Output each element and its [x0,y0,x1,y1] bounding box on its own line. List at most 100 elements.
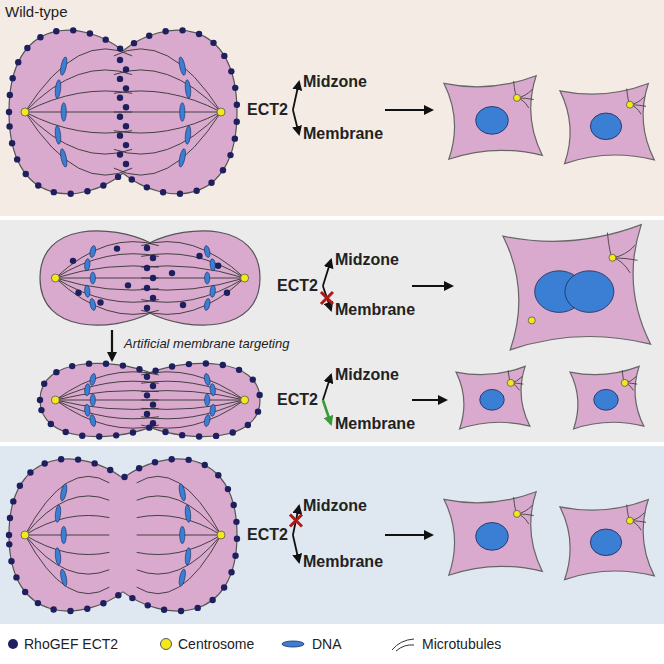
legend: RhoGEF ECT2CentrosomeDNAMicrotubules [0,630,664,660]
microtubule [25,515,109,535]
node-text: Membrane [303,125,383,142]
chromosome [180,103,185,122]
microtubule [25,112,132,154]
process-label: Membrane [332,413,418,435]
ect2-dot [58,456,64,462]
microtubule [114,112,221,175]
ect2-dot [6,109,12,115]
ect2-dot [123,66,129,72]
ect2-dot [123,85,129,91]
ect2-dot [150,255,156,261]
ect2-dot [208,180,214,186]
ect2-dot [129,595,135,601]
centrosome [513,510,520,517]
chromosome [203,245,211,258]
ect2-dot [103,36,109,42]
ect2-dot [53,369,59,375]
microtubule [114,112,221,133]
ect2-dot [117,132,123,138]
ect2-dot [152,367,158,373]
ect2-dot [150,401,156,407]
chromosome [84,285,90,297]
ect2-dot [195,605,201,611]
annotation-label: Artificial membrane targeting [122,336,291,351]
nucleus [476,107,509,135]
process-label: Midzone [332,364,402,386]
microtubule [55,278,158,290]
ect2-dot [123,123,129,129]
ect2-dot [230,502,236,508]
chromosome [61,526,66,543]
legend-swatch [160,638,172,650]
chromosome [84,384,90,396]
ect2-dot [115,592,121,598]
chromosome [89,373,97,386]
dividing-cell [37,360,263,440]
microtubule [137,535,221,536]
microtubule [55,381,158,400]
microtubule [137,515,221,535]
microtubule [25,112,132,175]
ect2-dot [9,75,15,81]
microtubule [141,400,244,428]
microtubule [137,496,221,535]
ect2-dot [232,553,238,559]
ect2-dot [38,407,44,413]
node-text: Midzone [335,366,399,383]
connector-line [293,535,299,562]
ect2-dot [255,408,261,414]
ect2-dot [234,102,240,108]
chromosome [180,526,185,543]
centrosome [621,379,628,386]
centrosome [507,379,514,386]
microtubule [55,278,158,314]
ect2-dot [120,362,126,368]
centrosome [21,531,29,539]
microtubule [137,535,221,574]
chromosome [55,547,62,565]
ect2-dot [228,68,234,74]
microtubule [141,266,244,278]
ect2-dot [14,156,20,162]
node-text: Midzone [335,251,399,268]
ect2-dot [196,253,202,259]
ect2-dot [146,424,152,430]
dna-icon [280,636,306,652]
chromosome [209,259,215,271]
ect2-dot [144,245,150,251]
ect2-dot [35,182,41,188]
microtubule [25,70,132,112]
ect2-dot [114,245,120,251]
ect2-dot [144,392,150,398]
microtubule [55,400,158,428]
microtubule [25,476,109,535]
chromosome [178,569,187,587]
microtubule [141,400,244,409]
connector [293,110,299,134]
chromosome [54,125,61,144]
legend-item: DNA [280,636,342,652]
ect2-dot [169,363,175,369]
ect2-dot [232,135,238,141]
daughter-cell [570,366,644,429]
ect2-dot [168,456,174,462]
ect2-dot [27,469,33,475]
process-label: Membrane [332,299,418,321]
ect2-dot [69,363,75,369]
chromosome [184,505,191,523]
connector [290,506,302,535]
cell-outline [444,76,542,160]
ect2-dot [162,429,168,435]
ect2-dot [215,263,221,269]
ect2-dot [145,602,151,608]
connector-line [323,375,331,400]
ect2-dot [161,607,167,613]
ect2-dot [107,467,113,473]
ect2-dot [196,433,202,439]
nucleus [480,389,504,410]
microtubule [137,476,221,535]
chromosome [84,404,90,416]
chromosome [178,148,187,167]
chromosome [89,414,97,427]
process-label: Membrane [300,123,386,145]
